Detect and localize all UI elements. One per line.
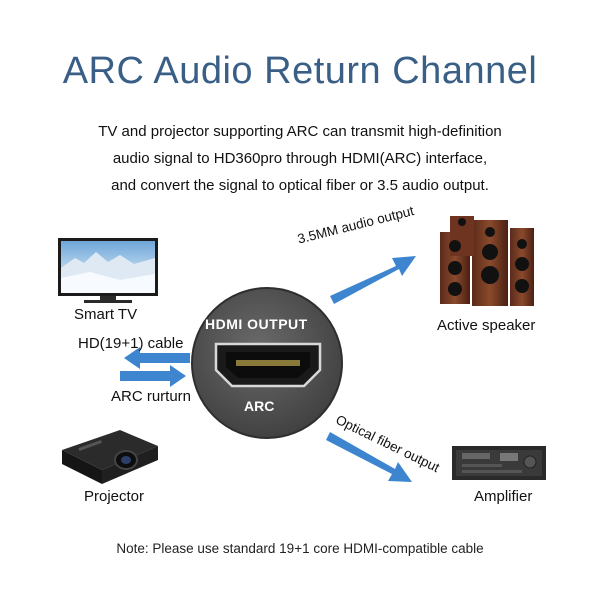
arc-return-label: ARC rurturn: [111, 388, 192, 405]
active-speaker-icon: [440, 216, 534, 306]
port-bottom-label: ARC: [244, 398, 275, 414]
tv-label: Smart TV: [74, 306, 138, 323]
amplifier-icon: [452, 446, 546, 480]
hdmi-port-icon: [191, 287, 343, 439]
projector-icon: [62, 430, 158, 484]
description-line-3: and convert the signal to optical fiber …: [111, 177, 489, 194]
projector-label: Projector: [84, 488, 145, 505]
smart-tv-icon: [58, 238, 158, 303]
page-title: ARC Audio Return Channel: [62, 50, 538, 92]
description: TV and projector supporting ARC can tran…: [40, 118, 560, 199]
audio-output-arrow: [330, 256, 416, 304]
hdmi-arrows: [120, 347, 190, 387]
optical-output-arrow: [326, 432, 412, 482]
hdmi-cable-label: HD(19+1) cable: [78, 335, 184, 352]
amplifier-label: Amplifier: [474, 488, 533, 505]
port-top-label: HDMI OUTPUT: [205, 316, 308, 332]
note: Note: Please use standard 19+1 core HDMI…: [116, 541, 484, 556]
description-line-2: audio signal to HD360pro through HDMI(AR…: [112, 150, 488, 167]
speaker-label: Active speaker: [437, 317, 536, 334]
description-line-1: TV and projector supporting ARC can tran…: [98, 123, 502, 140]
